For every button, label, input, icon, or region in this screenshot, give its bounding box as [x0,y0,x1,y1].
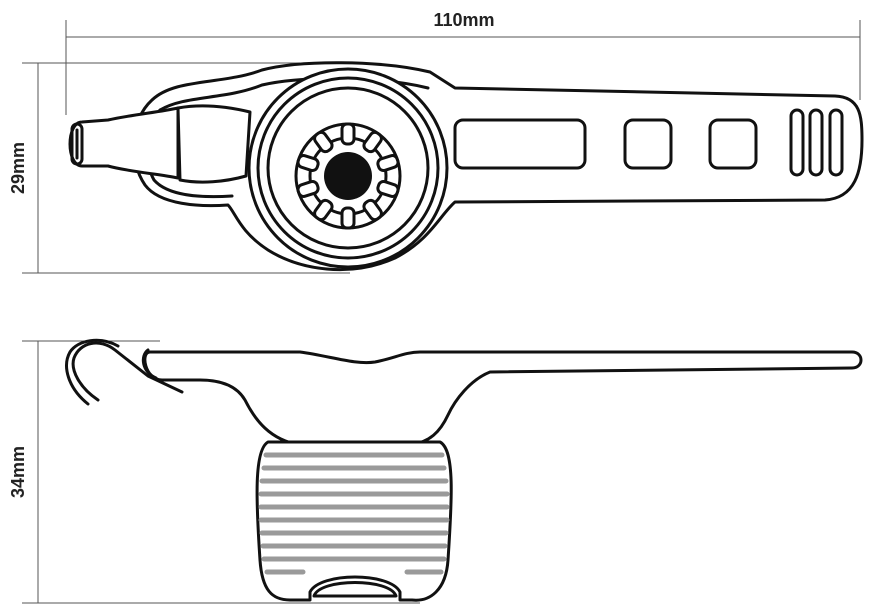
led-slot [340,122,356,146]
led-slot [313,130,334,154]
top-height-label: 29mm [8,142,28,194]
top-view-height-dimension: 29mm [8,62,350,274]
led-slot [296,179,320,198]
lens-housing-bezel [266,86,430,250]
lens-housing-ring [256,76,440,260]
mount-stripes [258,452,450,575]
side-hook [71,341,184,402]
strap-hole [708,118,758,170]
mount-base-groove [312,581,398,598]
grip-ridge [789,108,805,177]
side-strap-body [143,350,863,447]
side-height-label: 34mm [8,446,28,498]
lens-center [324,152,372,200]
hook-nozzle [68,106,180,180]
grip-ridge [828,108,844,177]
side-view-height-dimension: 34mm [8,340,420,604]
strap-slot-long [453,118,587,170]
led-slot [362,198,383,222]
side-hook-joint [141,348,158,380]
led-slot [376,154,400,173]
lens-led-slots [296,122,400,230]
width-label: 110mm [433,10,494,30]
led-slot [362,130,383,154]
side-hook-inner [65,338,120,406]
width-dimension: 110mm [65,10,861,115]
led-slot [340,206,356,230]
hook-tip [70,122,84,166]
side-view [65,338,863,602]
grip-ridge [808,108,824,177]
strap-hole [623,118,673,170]
led-slot [376,179,400,198]
hook-collar [176,104,252,184]
top-view [68,61,864,272]
led-slot [313,198,334,222]
led-slot [296,154,320,173]
